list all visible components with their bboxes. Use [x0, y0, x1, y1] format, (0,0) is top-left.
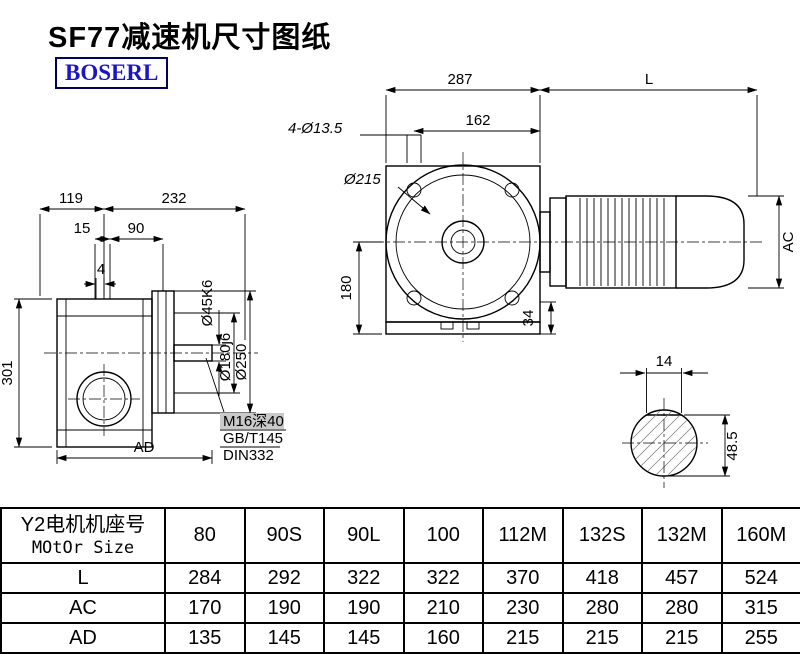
cell-AD-1: 145 [243, 622, 325, 654]
dim-232-label: 232 [161, 190, 186, 207]
dim-180-label: 180 [338, 275, 355, 300]
cell-L-5: 418 [561, 562, 643, 594]
cell-AC-2: 190 [323, 592, 405, 624]
note-thread-label: M16深40 [223, 413, 284, 430]
cell-L-2: 322 [323, 562, 405, 594]
front-view: 287 L 162 4-Ø13.5 Ø215 180 34 AC [288, 71, 797, 342]
table-col-header-112m: 112M [482, 507, 564, 564]
cell-AD-2: 145 [323, 622, 405, 654]
header-line-cn: Y2电机机座号 [20, 513, 146, 536]
table-col-header-80: 80 [164, 507, 246, 564]
table-col-header-90l: 90L [323, 507, 405, 564]
table-col-header-100: 100 [402, 507, 484, 564]
row-label-AD: AD [0, 622, 166, 654]
note-standard-label: GB/T145 [223, 430, 283, 447]
dim-301-label: 301 [0, 360, 16, 385]
cell-AD-7: 255 [720, 622, 800, 654]
dim-AD-label: AD [134, 439, 155, 456]
table-col-header-90s: 90S [243, 507, 325, 564]
dim-L-label: L [645, 71, 653, 88]
cell-L-4: 370 [482, 562, 564, 594]
output-flange-dia-label: Ø250 [233, 344, 250, 381]
row-label-L: L [0, 562, 166, 594]
table-row-AC: AC 170 190 190 210 230 280 280 315 [0, 592, 800, 624]
cell-AC-6: 280 [641, 592, 723, 624]
table-row-L: L 284 292 322 322 370 418 457 524 [0, 562, 800, 594]
technical-drawing: 287 L 162 4-Ø13.5 Ø215 180 34 AC [0, 71, 797, 488]
dim-15-label: 15 [74, 220, 91, 237]
cell-AC-5: 280 [561, 592, 643, 624]
cell-AC-4: 230 [482, 592, 564, 624]
dim-4-label: 4 [97, 261, 105, 278]
dim-119-label: 119 [59, 190, 83, 207]
table-col-header-132s: 132S [561, 507, 643, 564]
table-header-motor-size: Y2电机机座号 MOtOr Size [0, 507, 166, 564]
boserl-logo: BOSERL [55, 57, 169, 89]
keyway-width-label: 14 [656, 353, 673, 370]
dim-162-label: 162 [465, 112, 490, 129]
holes-callout-label: 4-Ø13.5 [288, 120, 343, 137]
cell-AD-6: 215 [641, 622, 723, 654]
cell-AC-3: 210 [402, 592, 484, 624]
dim-287-label: 287 [447, 71, 472, 88]
cell-L-7: 524 [720, 562, 800, 594]
cell-L-3: 322 [402, 562, 484, 594]
page-title: SF77减速机尺寸图纸 [48, 22, 332, 54]
table-row-AD: AD 135 145 145 160 215 215 215 255 [0, 622, 800, 654]
motor-size-table: Y2电机机座号 MOtOr Size 80 90S 90L 100 112M 1… [0, 507, 800, 654]
dim-AC-label: AC [780, 231, 797, 252]
cell-AC-0: 170 [164, 592, 246, 624]
row-label-AC: AC [0, 592, 166, 624]
header-line-en: MOtOr Size [31, 537, 135, 558]
cell-L-6: 457 [641, 562, 723, 594]
shaft-dia-label: Ø45K6 [199, 280, 216, 327]
hub-dia-label: Ø180j6 [217, 333, 234, 381]
side-view: 119 232 15 90 4 301 AD Ø45K6 [0, 190, 286, 464]
cell-AC-1: 190 [243, 592, 325, 624]
cell-AC-7: 315 [720, 592, 800, 624]
dim-90-label: 90 [128, 220, 145, 237]
dim-34-label: 34 [520, 310, 537, 327]
table-col-header-160m: 160M [720, 507, 800, 564]
note-din-label: DIN332 [223, 447, 274, 464]
cell-AD-4: 215 [482, 622, 564, 654]
cell-AD-5: 215 [561, 622, 643, 654]
cell-L-1: 292 [243, 562, 325, 594]
keyway-height-label: 48.5 [724, 431, 741, 460]
table-header-row: Y2电机机座号 MOtOr Size 80 90S 90L 100 112M 1… [0, 507, 800, 564]
table-col-header-132m: 132M [641, 507, 723, 564]
cell-AD-0: 135 [164, 622, 246, 654]
shaft-section-view: 14 48.5 [620, 353, 741, 488]
cell-AD-3: 160 [402, 622, 484, 654]
cell-L-0: 284 [164, 562, 246, 594]
flange-dia-label: Ø215 [343, 171, 381, 188]
